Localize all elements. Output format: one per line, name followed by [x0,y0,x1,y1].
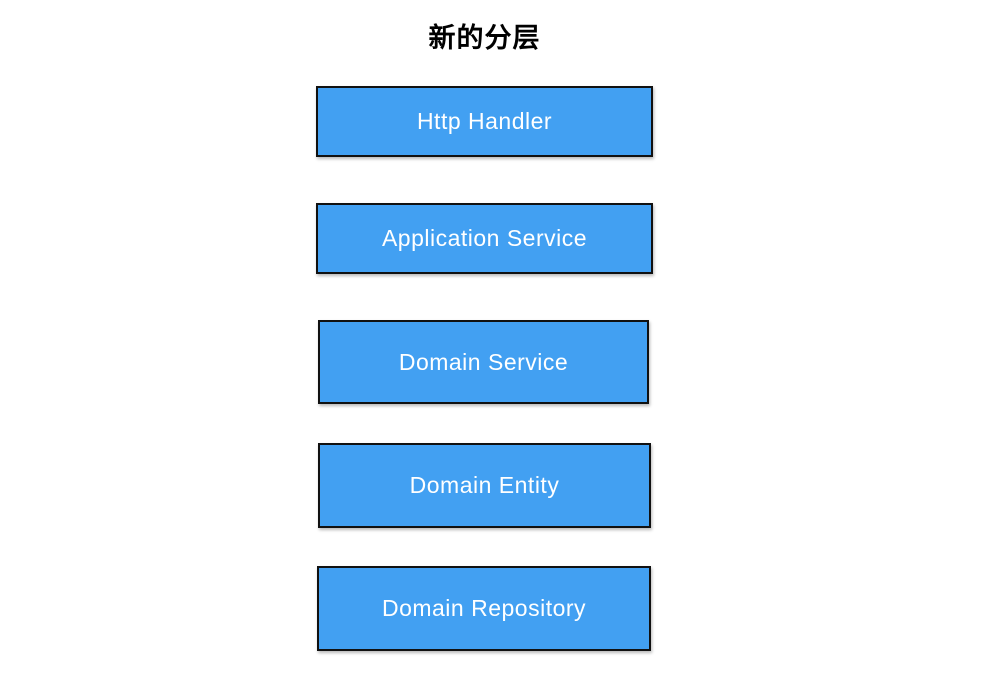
layer-box-http-handler: Http Handler [316,86,653,157]
layer-box-domain-entity: Domain Entity [318,443,651,528]
layer-box-domain-repository: Domain Repository [317,566,651,651]
diagram-title: 新的分层 [428,23,541,53]
layer-box-domain-service: Domain Service [318,320,649,404]
layer-box-application-service: Application Service [316,203,653,274]
